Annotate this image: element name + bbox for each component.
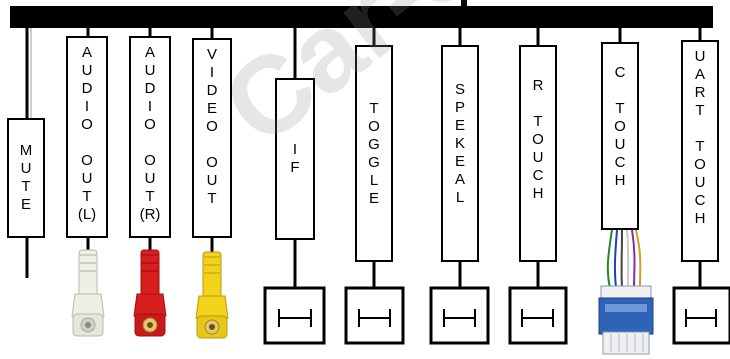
main-bus-bar bbox=[10, 6, 713, 28]
rca-plug-red bbox=[133, 249, 167, 337]
label-line: A bbox=[81, 44, 92, 61]
label-line: R bbox=[694, 84, 706, 101]
label-toggle: T O G G L E bbox=[355, 45, 393, 262]
label-line: U bbox=[144, 170, 156, 187]
label-line: M bbox=[19, 142, 33, 159]
label-line: S bbox=[454, 81, 465, 98]
label-line: G bbox=[368, 153, 380, 171]
label-line: T bbox=[207, 190, 217, 207]
label-spekeal: S P E K E A L bbox=[441, 45, 479, 262]
label-line: H bbox=[532, 185, 544, 202]
rca-plug-white bbox=[71, 249, 105, 337]
label-line: I bbox=[84, 98, 90, 115]
label-line: R bbox=[532, 77, 544, 94]
label-line: U bbox=[614, 136, 626, 153]
rca-plug-yellow bbox=[195, 251, 229, 339]
label-line: D bbox=[81, 80, 93, 97]
switch-toggle bbox=[344, 286, 405, 345]
label-line: T bbox=[21, 178, 31, 195]
label-line: V bbox=[206, 46, 217, 63]
label-uart-touch: U A R T T O U C H bbox=[681, 40, 719, 262]
label-line: C bbox=[614, 64, 626, 81]
label-line: U bbox=[206, 172, 218, 189]
switch-symbol-icon bbox=[278, 309, 312, 327]
label-line: A bbox=[694, 66, 705, 83]
label-line: O bbox=[532, 131, 544, 148]
label-line: L bbox=[455, 189, 465, 206]
label-line: E bbox=[206, 100, 217, 117]
label-line: D bbox=[144, 80, 156, 97]
label-line: O bbox=[81, 116, 93, 133]
switch-if bbox=[263, 286, 326, 345]
label-line: T bbox=[533, 113, 543, 130]
label-line: I bbox=[292, 141, 298, 158]
switch-symbol-icon bbox=[685, 309, 717, 327]
label-line: O bbox=[694, 156, 706, 173]
label-if: I F bbox=[275, 78, 315, 240]
label-line: (L) bbox=[77, 206, 97, 223]
label-audio-out-r: A U D I O O U T (R) bbox=[129, 36, 171, 238]
label-line: U bbox=[694, 48, 706, 65]
switch-symbol-icon bbox=[443, 309, 476, 327]
label-line: O bbox=[368, 117, 380, 135]
switch-symbol-icon bbox=[358, 309, 391, 327]
label-line: T bbox=[369, 99, 379, 117]
label-r-touch: R T O U C H bbox=[519, 45, 557, 262]
label-line: A bbox=[144, 44, 155, 61]
label-line: U bbox=[81, 62, 93, 79]
label-line: O bbox=[144, 152, 156, 169]
label-line: E bbox=[454, 153, 465, 170]
label-line: E bbox=[368, 189, 379, 207]
label-line: U bbox=[532, 149, 544, 166]
label-line: U bbox=[694, 174, 706, 191]
label-line: C bbox=[694, 192, 706, 209]
label-c-touch: C T O U C H bbox=[601, 42, 639, 230]
label-line: (R) bbox=[139, 206, 161, 223]
label-line: I bbox=[209, 64, 215, 81]
label-line: E bbox=[20, 196, 31, 213]
label-line: H bbox=[614, 172, 626, 189]
label-line: T bbox=[695, 138, 705, 155]
label-line: O bbox=[206, 154, 218, 171]
label-line: O bbox=[81, 152, 93, 169]
label-line: G bbox=[368, 135, 380, 153]
label-mute: M U T E bbox=[7, 118, 45, 238]
label-line: F bbox=[290, 159, 300, 176]
label-line: D bbox=[206, 82, 218, 99]
label-line: T bbox=[615, 100, 625, 117]
label-line: U bbox=[144, 62, 156, 79]
label-line: C bbox=[532, 167, 544, 184]
label-line: U bbox=[81, 170, 93, 187]
label-line: T bbox=[145, 188, 155, 205]
label-line: P bbox=[454, 99, 465, 116]
label-line: T bbox=[695, 102, 705, 119]
label-line: O bbox=[614, 118, 626, 135]
label-line: L bbox=[369, 171, 379, 189]
label-line: E bbox=[454, 117, 465, 134]
label-line: I bbox=[147, 98, 153, 115]
label-line: A bbox=[454, 171, 465, 188]
label-line: U bbox=[20, 160, 32, 177]
label-audio-out-l: A U D I O O U T (L) bbox=[66, 36, 108, 238]
label-line: O bbox=[206, 118, 218, 135]
bus-top-stub bbox=[461, 0, 467, 8]
switch-uart-touch bbox=[672, 286, 730, 345]
switch-symbol-icon bbox=[521, 309, 554, 327]
wire-harness-connector-icon bbox=[598, 229, 654, 355]
switch-r-touch bbox=[508, 286, 568, 345]
label-video-out: V I D E O O U T bbox=[192, 38, 232, 238]
label-line: C bbox=[614, 154, 626, 171]
label-line: T bbox=[82, 188, 92, 205]
label-line: H bbox=[694, 210, 706, 227]
label-line: O bbox=[144, 116, 156, 133]
switch-spekeal bbox=[429, 286, 490, 345]
label-line: K bbox=[454, 135, 465, 152]
